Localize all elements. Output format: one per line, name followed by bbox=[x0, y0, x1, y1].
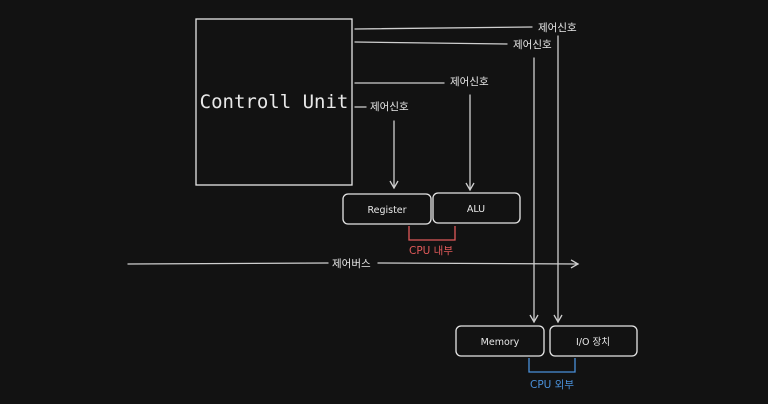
memory-box bbox=[455, 325, 545, 357]
signal-wire-1 bbox=[354, 26, 533, 30]
register-box bbox=[342, 193, 432, 225]
alu-label: ALU bbox=[467, 204, 485, 215]
io-box bbox=[549, 325, 638, 357]
cpu-external-bracket bbox=[528, 358, 576, 373]
signal-label-3: 제어신호 bbox=[450, 76, 489, 88]
signal-label-4: 제어신호 bbox=[370, 101, 409, 113]
signal-wire-2 bbox=[354, 41, 508, 45]
signal-label-2: 제어신호 bbox=[513, 39, 552, 51]
memory-label: Memory bbox=[481, 337, 520, 348]
cpu-internal-bracket bbox=[408, 226, 456, 241]
bus-label: 제어버스 bbox=[332, 258, 371, 270]
control-unit-box bbox=[195, 18, 353, 186]
bus-line-left bbox=[127, 262, 329, 265]
bus-arrow-right bbox=[377, 259, 580, 269]
control-unit-label: Controll Unit bbox=[200, 91, 349, 113]
cpu-internal-label: CPU 내부 bbox=[409, 245, 453, 257]
cpu-external-label: CPU 외부 bbox=[530, 379, 574, 391]
register-label: Register bbox=[367, 205, 406, 216]
io-label: I/O 장치 bbox=[576, 336, 610, 348]
signal-label-1: 제어신호 bbox=[538, 22, 577, 34]
alu-box bbox=[432, 192, 521, 224]
